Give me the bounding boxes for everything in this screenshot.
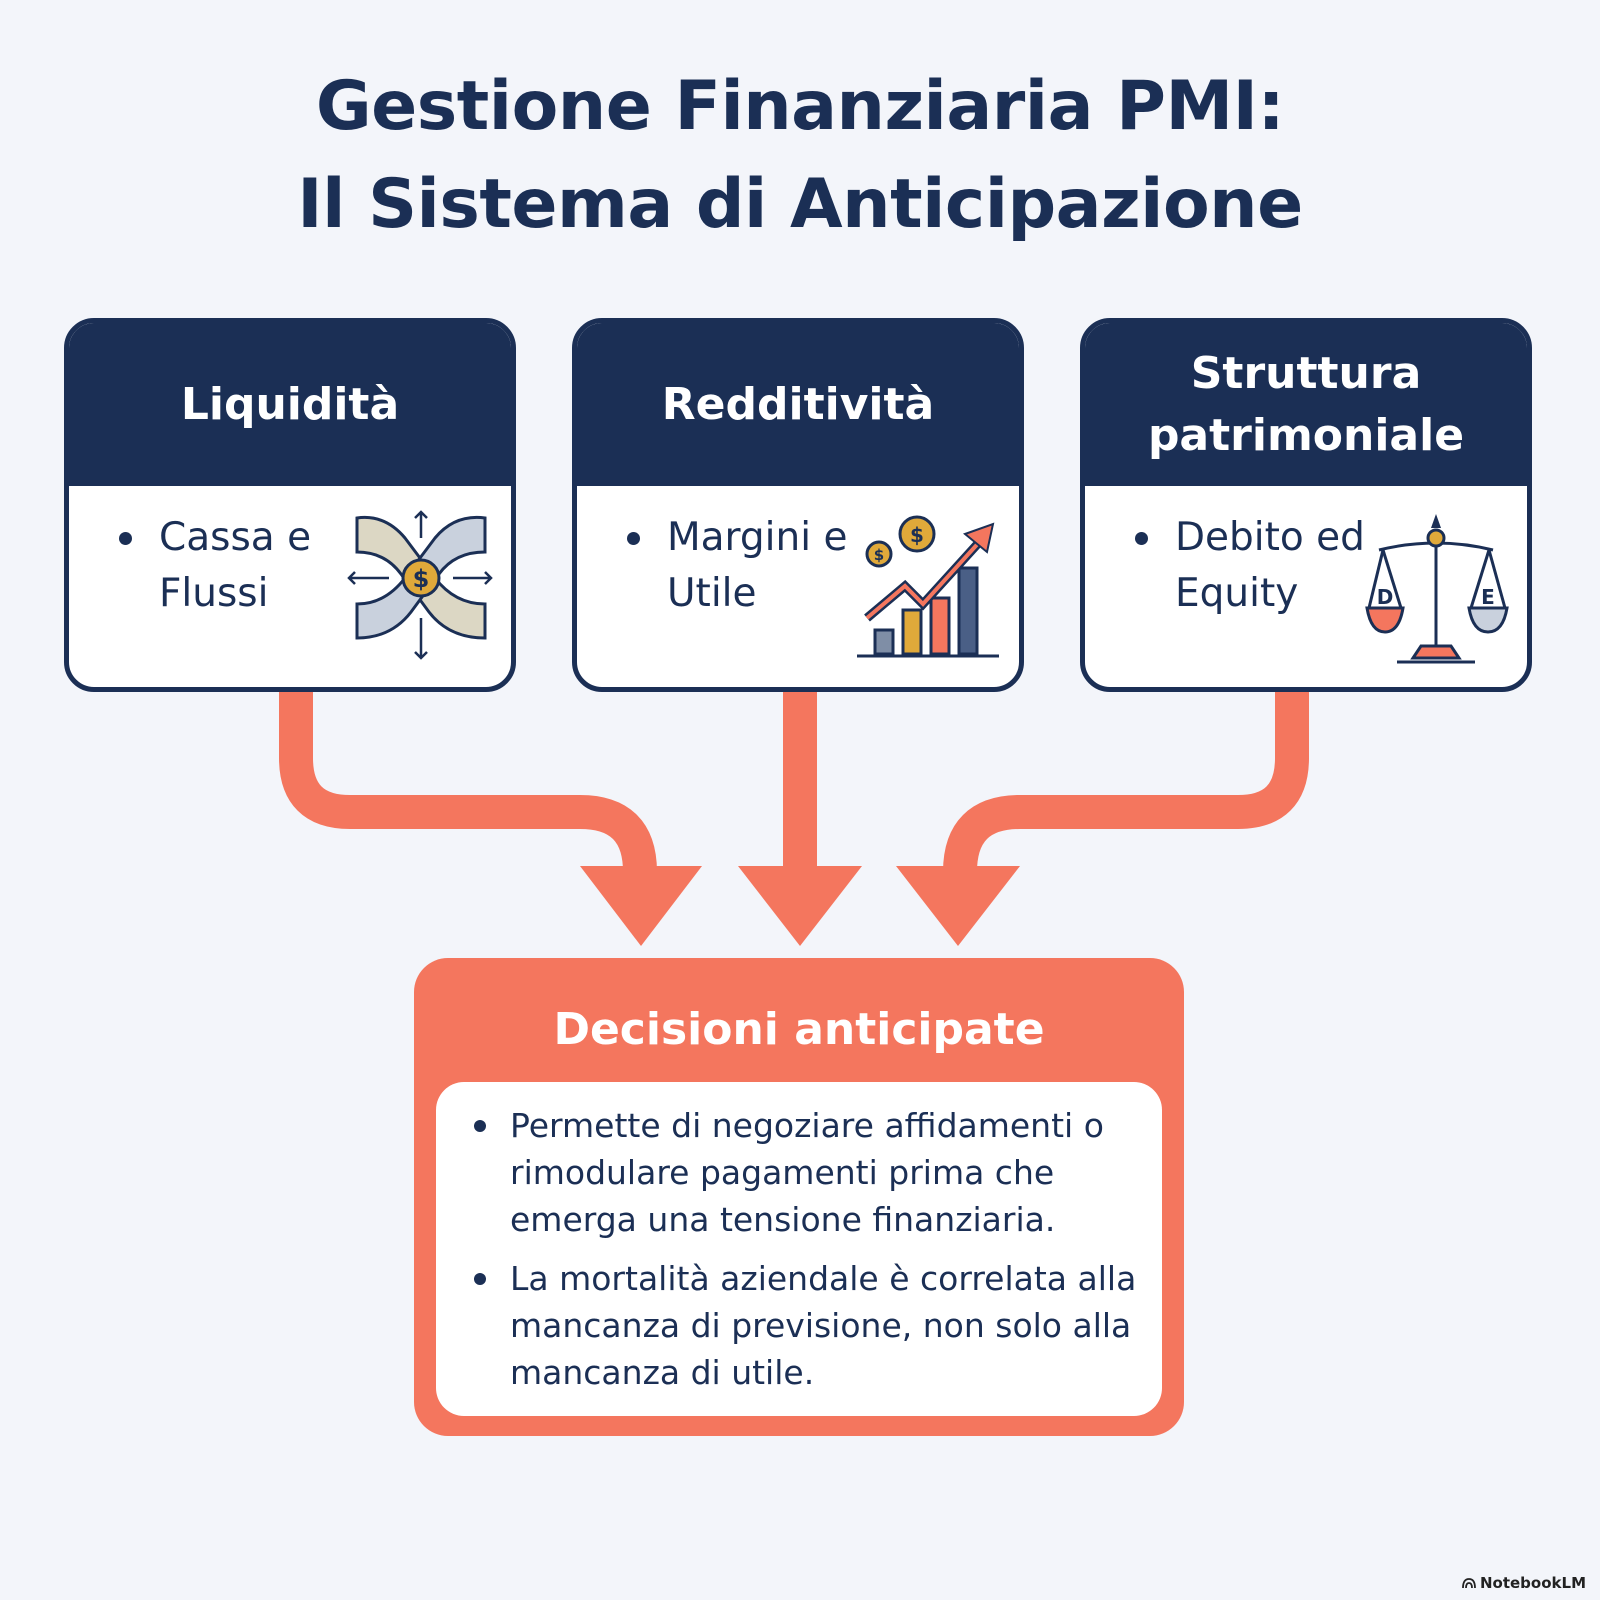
growth-chart-icon: $ $ bbox=[857, 515, 999, 658]
scale-letter-right: E bbox=[1481, 585, 1495, 609]
title-line-1: Gestione Finanziaria PMI: bbox=[315, 67, 1285, 146]
decision-point: Permette di negoziare affidamenti o rimo… bbox=[474, 1102, 1150, 1243]
arrow-right bbox=[943, 692, 1309, 873]
svg-text:$: $ bbox=[910, 523, 924, 547]
card-heading: Struttura patrimoniale bbox=[1085, 323, 1527, 486]
card-liquidita: Liquidità Cassa e Flussi $ bbox=[64, 318, 516, 692]
card-heading: Redditività bbox=[577, 323, 1019, 486]
card-redditivita: Redditività Margini e Utile $ $ bbox=[572, 318, 1024, 692]
decision-body: Permette di negoziare affidamenti o rimo… bbox=[436, 1082, 1162, 1416]
card-bullet: Margini e Utile bbox=[627, 510, 877, 622]
scale-letter-left: D bbox=[1377, 585, 1394, 609]
svg-text:$: $ bbox=[413, 565, 430, 593]
decision-box: Decisioni anticipate Permette di negozia… bbox=[414, 958, 1184, 1436]
page-title: Gestione Finanziaria PMI: Il Sistema di … bbox=[0, 58, 1600, 254]
card-struttura-patrimoniale: Struttura patrimoniale Debito ed Equity … bbox=[1080, 318, 1532, 692]
title-line-2: Il Sistema di Anticipazione bbox=[297, 165, 1303, 244]
arrowhead-left bbox=[580, 866, 702, 946]
brand-mark: NotebookLM bbox=[1462, 1574, 1586, 1592]
notebooklm-logo-icon bbox=[1462, 1578, 1476, 1589]
decision-points: Permette di negoziare affidamenti o rimo… bbox=[474, 1102, 1150, 1408]
svg-text:$: $ bbox=[874, 546, 884, 564]
brand-text: NotebookLM bbox=[1479, 1574, 1586, 1592]
card-bullet: Cassa e Flussi bbox=[119, 510, 369, 622]
cash-flow-icon: $ bbox=[347, 510, 493, 660]
decision-point: La mortalità aziendale è correlata alla … bbox=[474, 1255, 1150, 1396]
card-heading: Liquidità bbox=[69, 323, 511, 486]
arrow-left bbox=[279, 692, 657, 873]
decision-heading: Decisioni anticipate bbox=[553, 1004, 1045, 1055]
arrowhead-center bbox=[738, 866, 862, 946]
balance-scale-icon: D E bbox=[1365, 514, 1509, 664]
card-bullet: Debito ed Equity bbox=[1135, 510, 1385, 622]
arrowhead-right bbox=[896, 866, 1020, 946]
